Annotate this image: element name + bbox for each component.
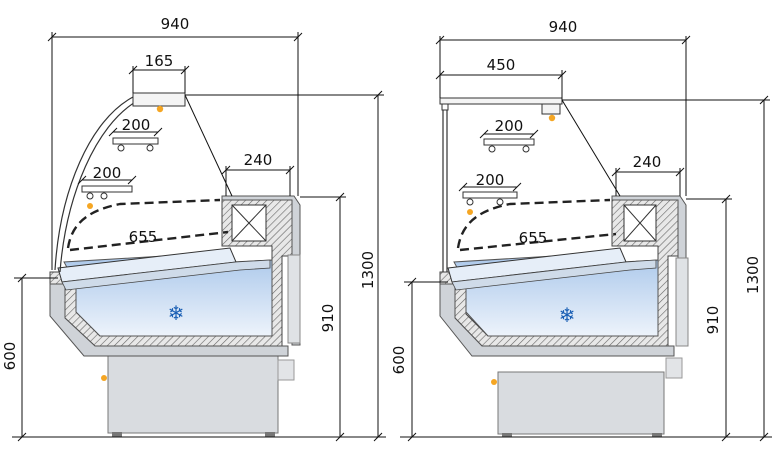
lower-shelf (81, 185, 133, 193)
dim-rear-counter: 240 (244, 151, 273, 169)
dim-tray-depth: 655 (519, 229, 548, 247)
dim-width-total: 940 (549, 18, 578, 36)
rear-panel (277, 359, 295, 381)
dim-shelf-upper: 200 (495, 117, 524, 135)
dim-height-total: 1300 (744, 256, 762, 294)
dim-width-total: 940 (161, 15, 190, 33)
dim-height-counter: 910 (704, 306, 722, 335)
figure-right: ❄ 940 450 200 200 240 655 (390, 18, 772, 442)
dim-rear-counter: 240 (633, 153, 662, 171)
outer-shell (49, 283, 289, 357)
lamp-icon (467, 209, 473, 215)
dim-height-front: 600 (390, 346, 408, 375)
dim-top-glass: 165 (145, 52, 174, 70)
top-glass (439, 97, 563, 105)
dim-height-total: 1300 (359, 251, 377, 289)
leg (112, 432, 122, 437)
lower-shelf (462, 191, 518, 199)
outer-shell (439, 283, 675, 357)
dim-height-counter: 910 (319, 304, 337, 333)
snowflake-icon: ❄ (559, 303, 576, 327)
snowflake-icon: ❄ (168, 301, 185, 325)
air-curtain (66, 198, 221, 249)
dim-shelf-lower: 200 (93, 164, 122, 182)
leg (265, 432, 275, 437)
rear-glass (561, 99, 621, 197)
dim-shelf-lower: 200 (476, 171, 505, 189)
rear-glass (184, 94, 233, 197)
base-cabinet (107, 354, 279, 434)
dim-height-front: 600 (1, 342, 19, 371)
upper-shelf (112, 137, 159, 145)
lamp-icon (87, 203, 93, 209)
dim-shelf-upper: 200 (122, 116, 151, 134)
dim-top-glass: 450 (487, 56, 516, 74)
front-glass (54, 96, 134, 271)
rear-door (287, 254, 301, 344)
rear-door (675, 257, 689, 347)
figure-left: ❄ 940 165 200 200 240 655 (1, 15, 386, 442)
top-lamp-housing (132, 92, 186, 107)
top-lamp-housing (541, 103, 561, 115)
dim-tray-depth: 655 (129, 228, 158, 246)
lamp-icon (491, 379, 497, 385)
upper-shelf (483, 138, 535, 146)
lamp-icon (548, 114, 556, 122)
air-curtain (456, 198, 611, 249)
lamp-icon (156, 105, 164, 113)
base-cabinet (497, 371, 665, 435)
lamp-icon (101, 375, 107, 381)
